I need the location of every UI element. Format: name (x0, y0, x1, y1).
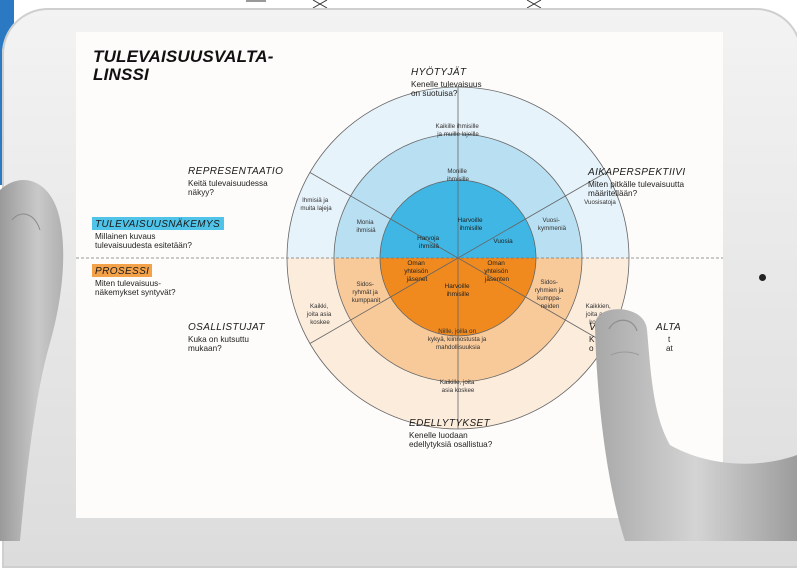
question-osallistujat: Kuka on kutsuttu mukaan? (188, 335, 251, 353)
heading-hyotyjat: HYÖTYJÄT (411, 66, 467, 78)
outer-label-top: Kaikille ihmisille ja muille lajeille (435, 123, 480, 138)
left-hand (0, 180, 64, 541)
question-tulevaisuusnakemys: Millainen kuvaus tulevaisuudesta esitetä… (95, 232, 192, 250)
outer-label-upper-right: Vuosisatoja (584, 199, 616, 206)
tag-tulevaisuusnakemys: TULEVAISUUSNÄKEMYS (95, 218, 220, 230)
outer-label-bottom: Kaikille, joita asia koskee (440, 379, 476, 394)
middle-label-bottom: Niille, joilla on kykyä, kiinnostusta ja… (428, 328, 488, 351)
tag-prosessi: PROSESSI (95, 266, 149, 277)
middle-label-upper-left: Monia ihmisiä (356, 219, 376, 234)
page-title: TULEVAISUUSVALTA- LINSSI (93, 47, 279, 84)
heading-representaatio: REPRESENTAATIO (188, 166, 283, 177)
tablet-camera (759, 274, 766, 281)
question-representaatio: Keitä tulevaisuudessa näkyy? (188, 179, 270, 197)
heading-osallistujat: OSALLISTUJAT (188, 322, 265, 333)
question-prosessi: Miten tulevaisuus- näkemykset syntyvät? (95, 279, 176, 297)
middle-label-upper-right: Vuosi- kymmeniä (538, 217, 567, 232)
middle-label-top: Monille ihmisille (447, 168, 470, 183)
outer-label-lower-left: Kaikki, joita asia koskee (306, 303, 333, 326)
heading-aikaperspektiivi: AIKAPERSPEKTIIVI (587, 167, 686, 178)
future-power-lens-diagram: TULEVAISUUSVALTA- LINSSI Kaikille ih (76, 47, 723, 449)
inner-label-bottom: Harvoille ihmisille (445, 283, 472, 298)
inner-label-top: Harvoille ihmisille (458, 217, 485, 232)
sector-dividers (309, 87, 607, 429)
top-edge-marks (246, 0, 542, 9)
question-vaikutusvalta-fragment-2: o at (589, 344, 674, 353)
question-vaikutusvalta-fragment-1: K t (589, 335, 671, 344)
right-hand-pointing-finger (595, 309, 797, 541)
inner-label-upper-right: Vuosia (493, 238, 513, 245)
outer-label-upper-left: Ihmisiä ja muita lajeja (300, 197, 332, 212)
tag-prosessi-bg (92, 264, 152, 277)
tag-tulevaisuusnakemys-bg (92, 217, 224, 230)
heading-vaikutusvalta-right: ALTA (655, 322, 681, 333)
heading-edellytykset: EDELLYTYKSET (409, 418, 491, 429)
question-aikaperspektiivi: Miten pitkälle tulevaisuutta määritellää… (588, 180, 686, 198)
question-edellytykset: Kenelle luodaan edellytyksiä osallistua? (409, 431, 493, 449)
heading-vaikutusvalta-left: V (589, 322, 597, 333)
question-hyotyjat: Kenelle tulevaisuus on suotuisa? (411, 80, 484, 98)
inner-label-lower-right: Oman yhteisön jäsenten (484, 260, 510, 283)
middle-label-lower-right: Sidos- ryhmien ja kumppa- neiden (535, 279, 565, 310)
inner-label-lower-left: Oman yhteisön jäsenet (404, 260, 430, 283)
middle-label-lower-left: Sidos- ryhmät ja kumppanit (352, 281, 381, 304)
inner-label-upper-left: Harvoja ihmisiä (417, 235, 441, 250)
